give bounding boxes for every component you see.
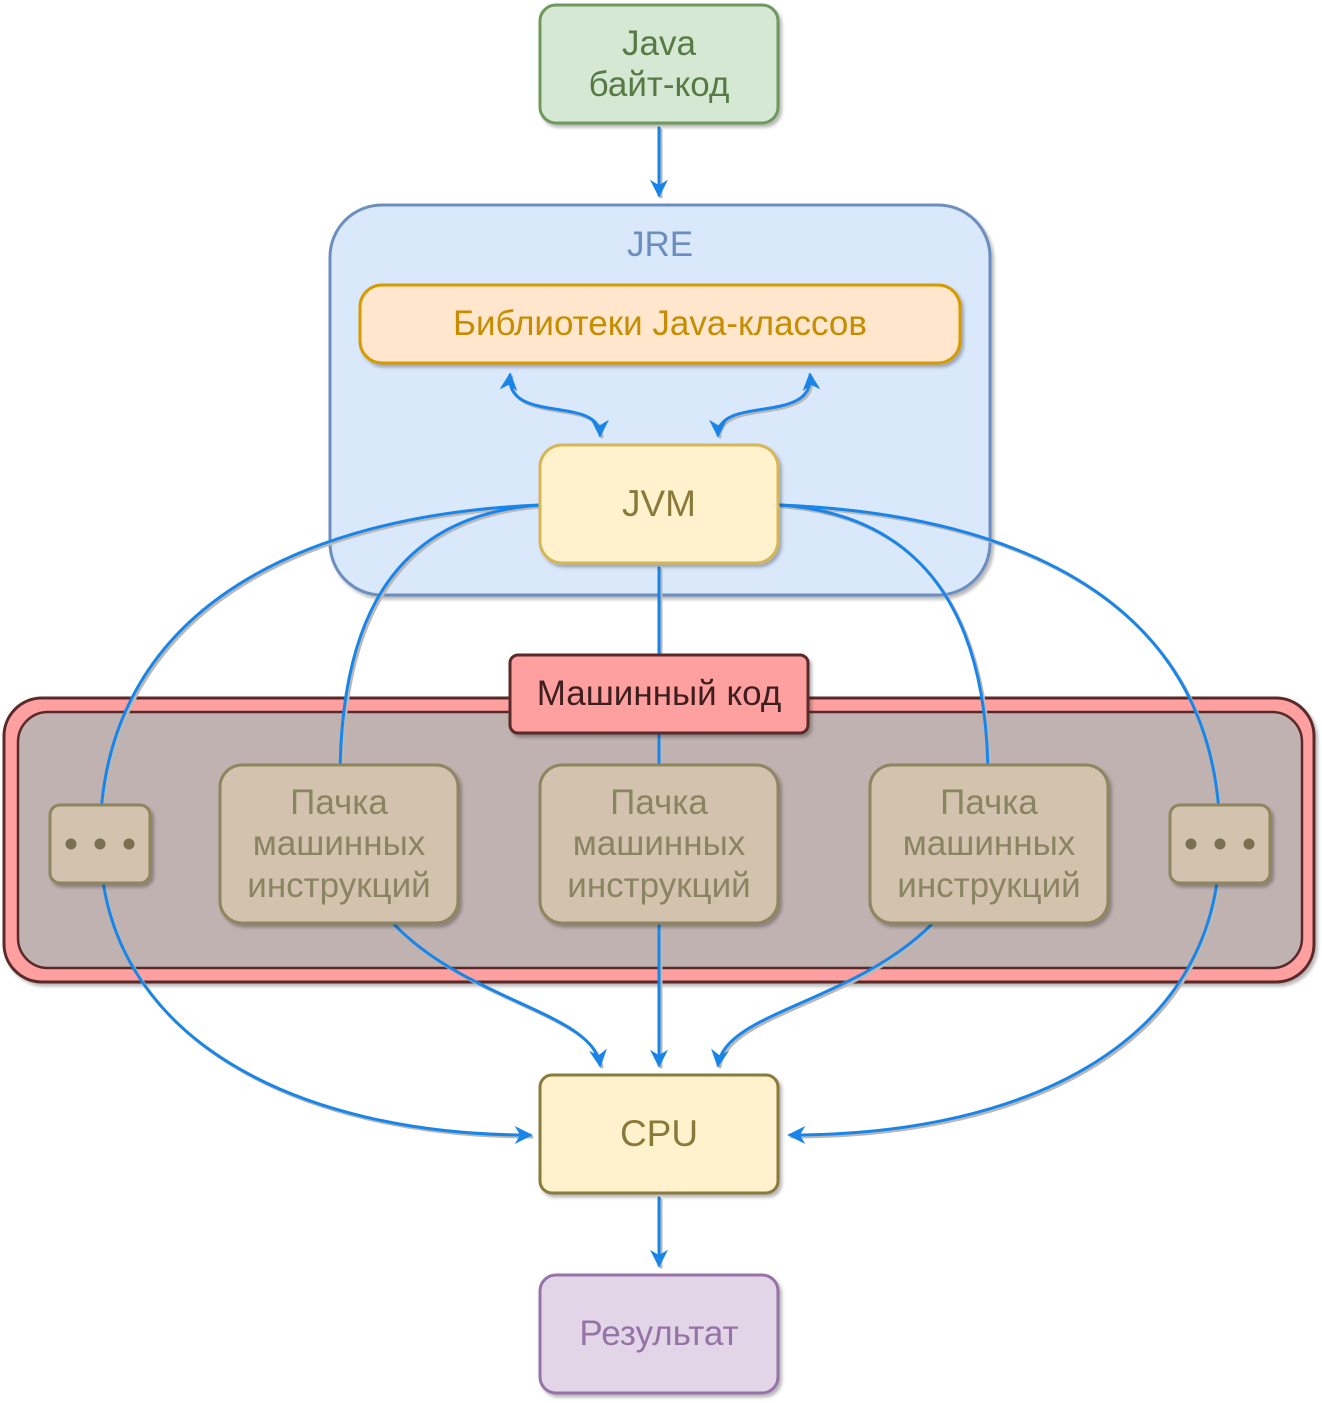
batch-node-1	[218, 763, 460, 925]
libraries-node	[358, 283, 962, 365]
arrow-jvm-libraries-left	[499, 372, 609, 438]
cpu-node	[538, 1073, 780, 1195]
ellipsis-left-icon	[65, 838, 135, 850]
ellipsis-right-icon	[1185, 838, 1255, 850]
result-node	[538, 1273, 780, 1395]
machine-code-label-box	[508, 653, 810, 735]
arrow-jvm-libraries-right	[709, 372, 821, 438]
batch-node-3	[868, 763, 1110, 925]
batch-node-2	[538, 763, 780, 925]
jvm-node	[538, 443, 780, 565]
bytecode-node	[538, 3, 780, 125]
